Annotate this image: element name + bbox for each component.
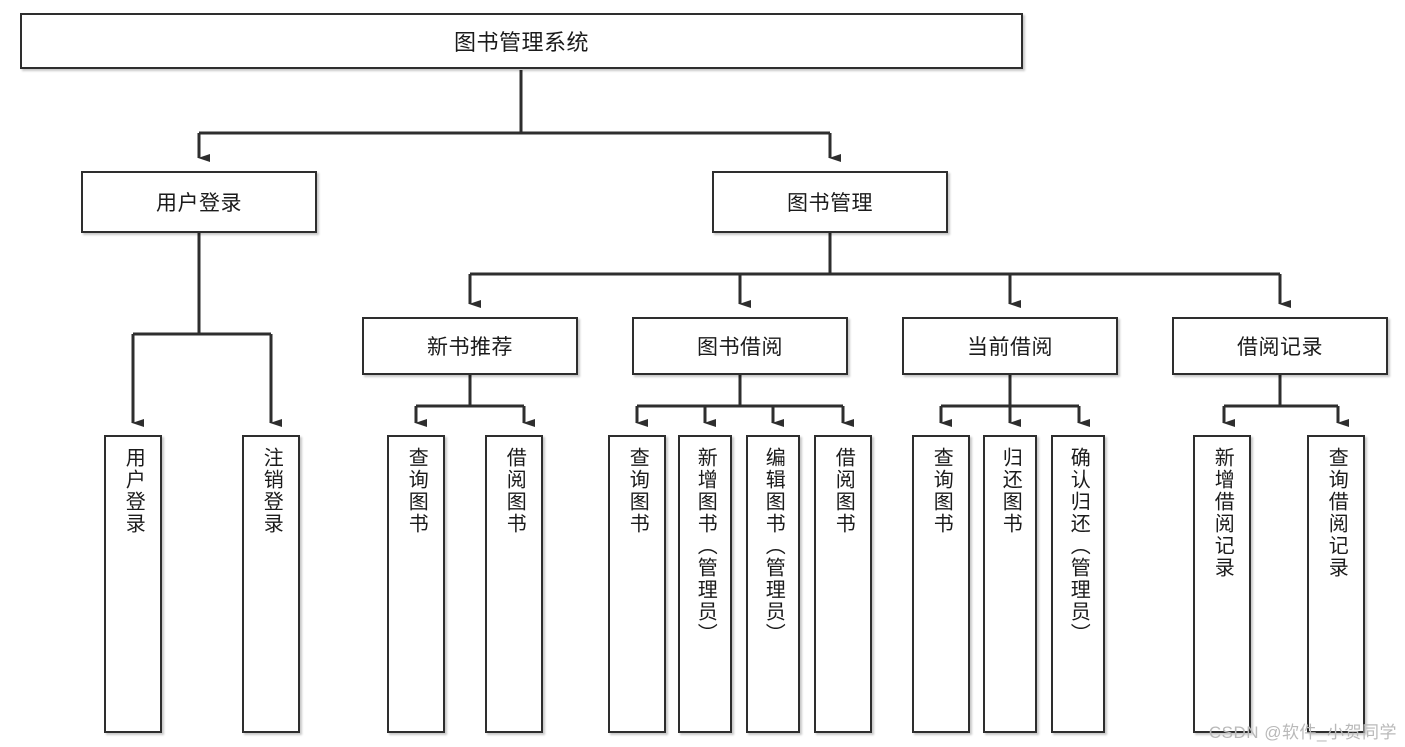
- node-leaf-borrow-book-borrow[interactable]: 借阅图书: [814, 435, 872, 733]
- csdn-watermark: CSDN @软件_小贺同学: [1208, 723, 1397, 742]
- node-label: 图书管理: [787, 192, 873, 215]
- node-leaf-borrow-book-recommend[interactable]: 借阅图书: [485, 435, 543, 733]
- node-leaf-query-book-recommend[interactable]: 查询图书: [387, 435, 445, 733]
- node-leaf-logout-login[interactable]: 注销登录: [242, 435, 300, 733]
- node-label: 新增借阅记录: [1211, 447, 1234, 579]
- node-new-book-recommend[interactable]: 新书推荐: [362, 317, 578, 375]
- node-leaf-user-login[interactable]: 用户登录: [104, 435, 162, 733]
- node-leaf-query-book-current[interactable]: 查询图书: [912, 435, 970, 733]
- node-label: 借阅记录: [1237, 336, 1323, 359]
- node-label: 新增图书（管理员）: [694, 447, 717, 645]
- node-book-borrow[interactable]: 图书借阅: [632, 317, 848, 375]
- node-leaf-query-borrow-record[interactable]: 查询借阅记录: [1307, 435, 1365, 733]
- node-label: 借阅图书: [503, 447, 526, 535]
- node-leaf-add-book-admin[interactable]: 新增图书（管理员）: [678, 435, 732, 733]
- node-label: 查询图书: [930, 447, 953, 535]
- node-label: 归还图书: [999, 447, 1022, 535]
- node-book-management[interactable]: 图书管理: [712, 171, 948, 233]
- node-leaf-query-book-borrow[interactable]: 查询图书: [608, 435, 666, 733]
- node-label: 编辑图书（管理员）: [762, 447, 785, 645]
- node-label: 查询图书: [626, 447, 649, 535]
- node-label: 注销登录: [260, 447, 283, 535]
- node-label: 当前借阅: [967, 336, 1053, 359]
- node-label: 确认归还（管理员）: [1067, 447, 1090, 645]
- node-leaf-add-borrow-record[interactable]: 新增借阅记录: [1193, 435, 1251, 733]
- node-borrow-record[interactable]: 借阅记录: [1172, 317, 1388, 375]
- node-label: 图书借阅: [697, 336, 783, 359]
- node-label: 图书管理系统: [453, 30, 589, 55]
- node-label: 查询借阅记录: [1325, 447, 1348, 579]
- node-label: 借阅图书: [832, 447, 855, 535]
- node-current-borrow[interactable]: 当前借阅: [902, 317, 1118, 375]
- node-leaf-confirm-return-admin[interactable]: 确认归还（管理员）: [1051, 435, 1105, 733]
- node-root-library-management-system[interactable]: 图书管理系统: [20, 13, 1023, 69]
- node-label: 用户登录: [156, 192, 242, 215]
- node-leaf-edit-book-admin[interactable]: 编辑图书（管理员）: [746, 435, 800, 733]
- node-label: 用户登录: [122, 447, 145, 535]
- node-user-login[interactable]: 用户登录: [81, 171, 317, 233]
- node-label: 查询图书: [405, 447, 428, 535]
- node-leaf-return-book[interactable]: 归还图书: [983, 435, 1037, 733]
- node-label: 新书推荐: [427, 336, 513, 359]
